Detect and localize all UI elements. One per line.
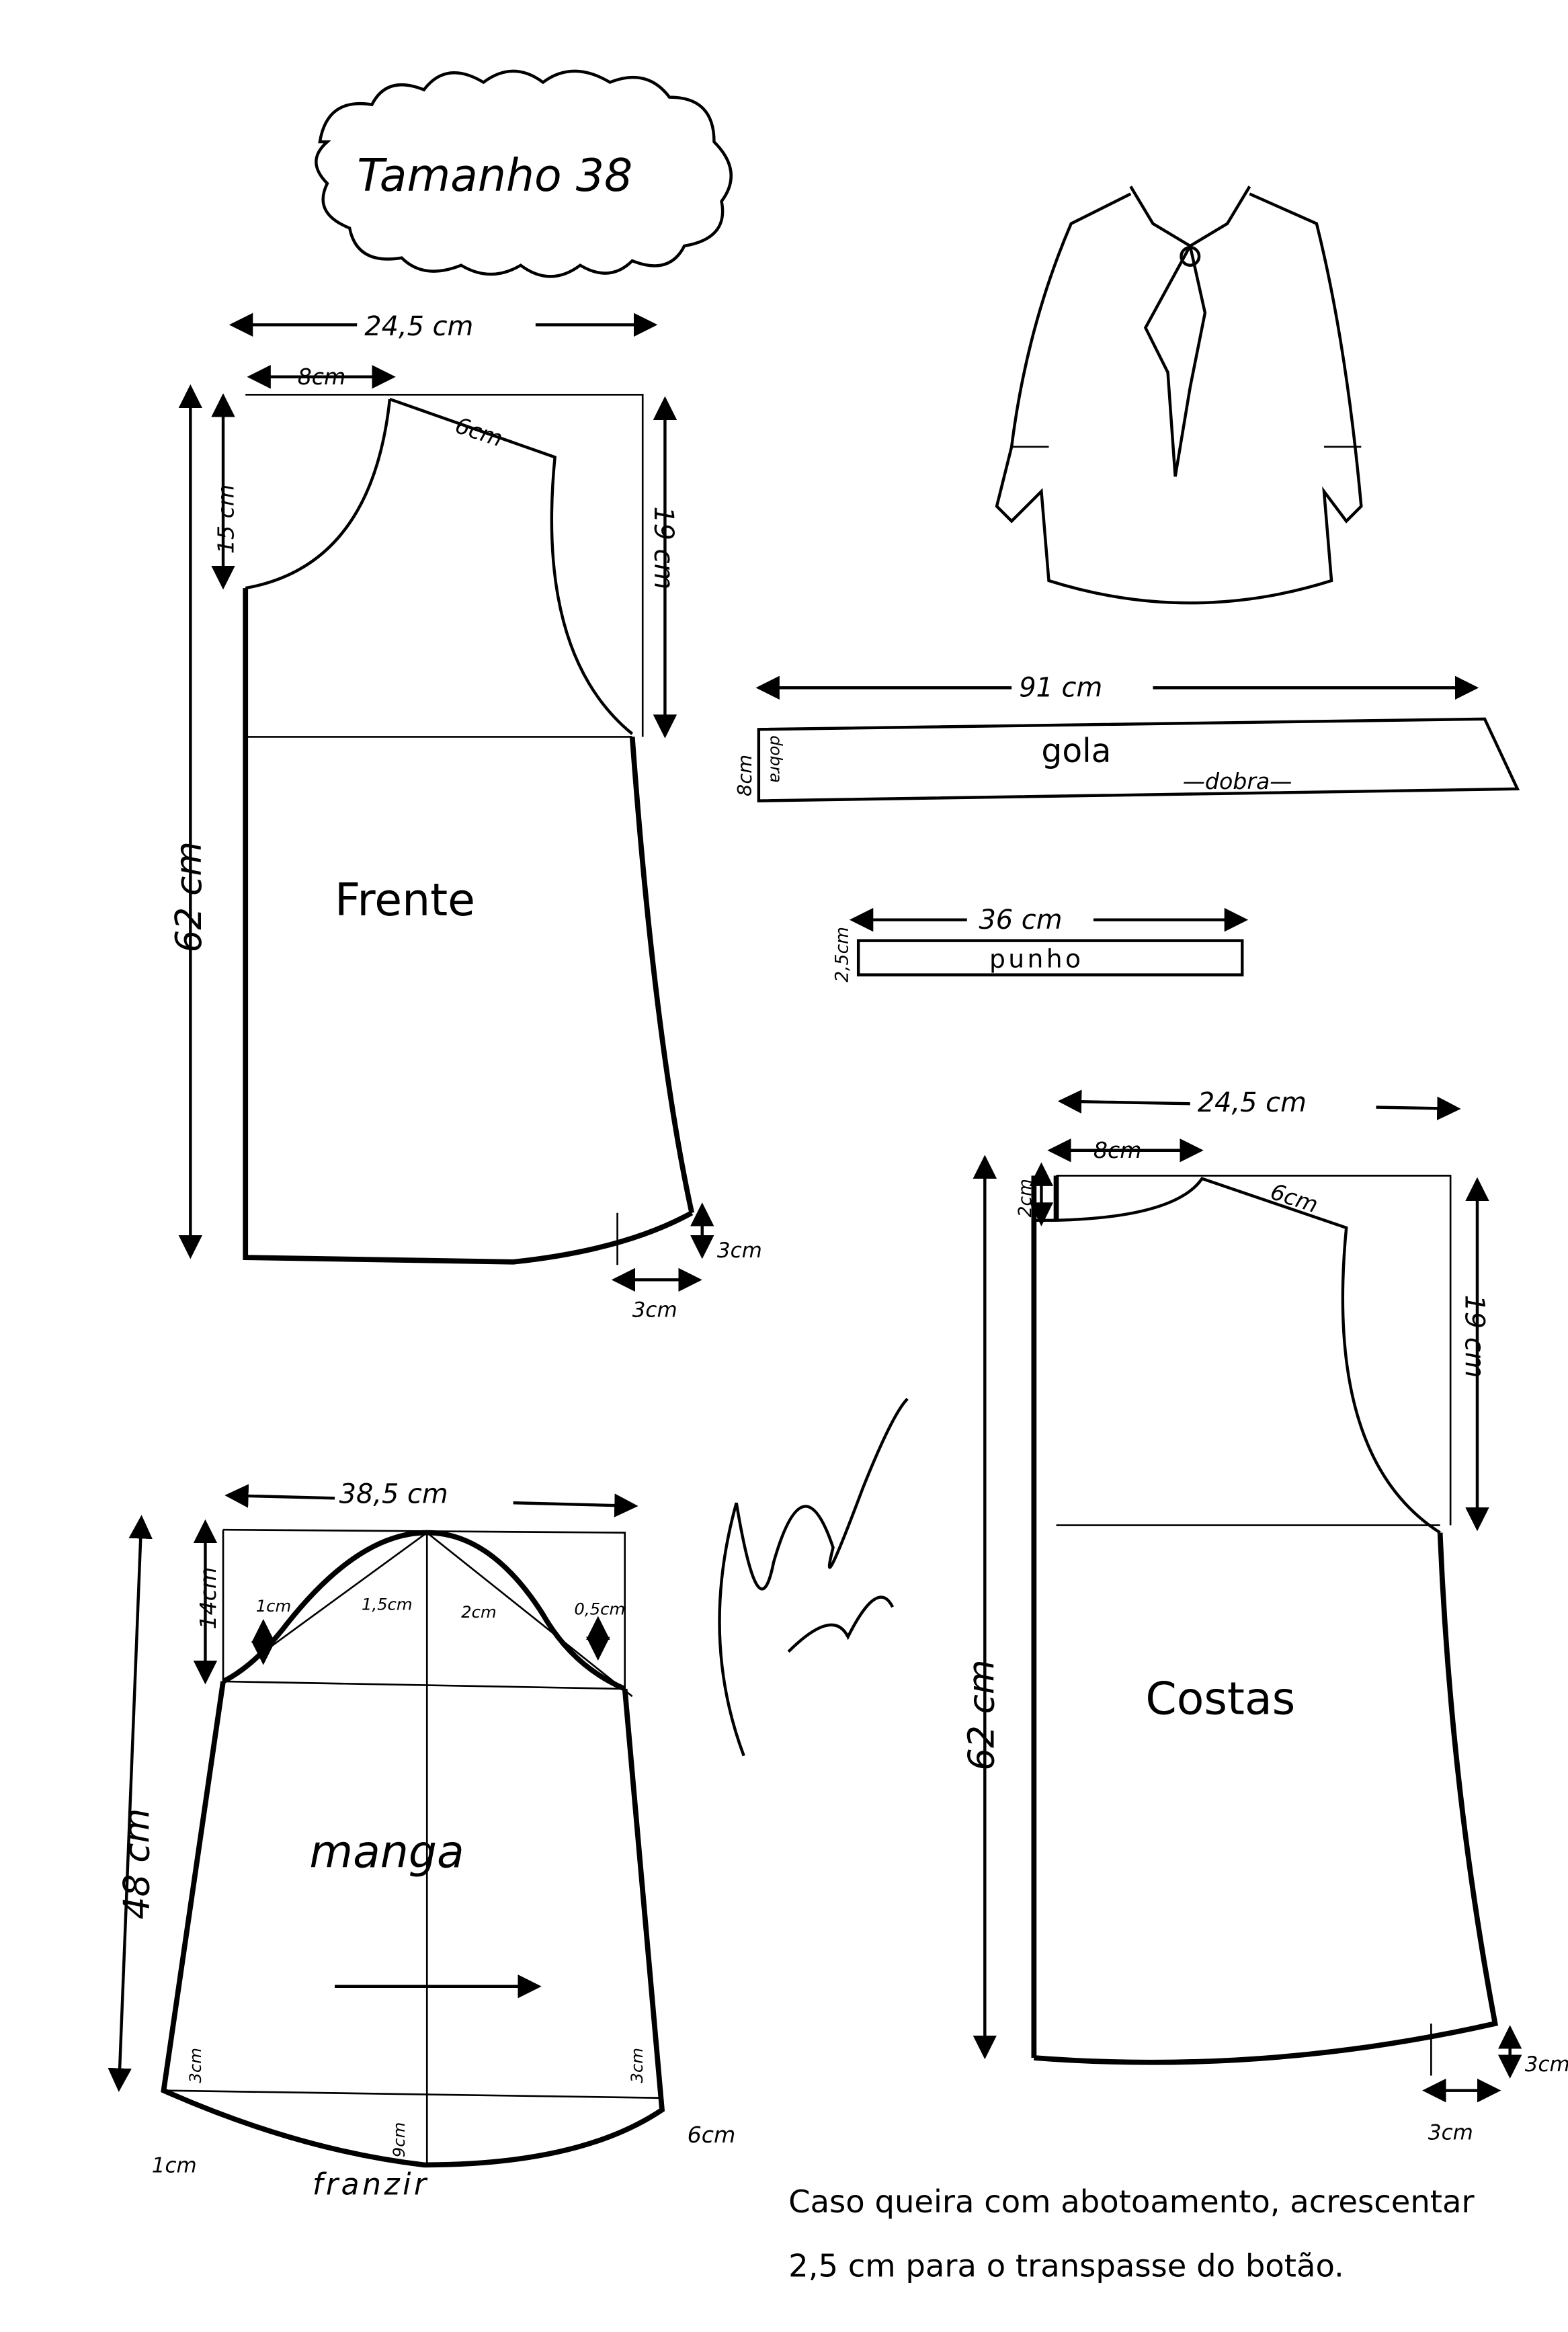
- sleeve-length-label: 48 cm: [116, 1808, 157, 1919]
- note-line-1: Caso queira com abotoamento, acrescentar: [788, 2183, 1475, 2220]
- buttoning-note: Caso queira com abotoamento, acrescentar…: [788, 2183, 1475, 2284]
- back-hem-rise-label: 3cm: [1525, 2052, 1568, 2077]
- front-length-label: 62 cm: [168, 841, 210, 952]
- sleeve-curve-4-label: 0,5cm: [574, 1599, 625, 1618]
- sleeve-pattern: 38,5 cm 14cm 1cm 1,5cm 2cm 0,5cm 48 cm m…: [108, 1473, 736, 2202]
- sleeve-curve-2-label: 1,5cm: [362, 1595, 413, 1614]
- title-cloud: Tamanho 38: [315, 69, 733, 278]
- blouse-illustration: [995, 185, 1363, 605]
- front-armhole-depth-label: 19 cm: [648, 506, 679, 589]
- front-width-label: 24,5 cm: [364, 311, 473, 342]
- front-neck-depth-label: 15 cm: [213, 485, 239, 554]
- cuff-height-label: 2,5cm: [832, 927, 853, 983]
- front-hem-rise-label: 3cm: [717, 1239, 762, 1263]
- sleeve-right-out-label: 6cm: [688, 2122, 736, 2148]
- cuff-length-label: 36 cm: [979, 905, 1062, 935]
- sleeve-left-out-label: 1cm: [152, 2153, 197, 2177]
- sleeve-width-label: 38,5 cm: [339, 1479, 448, 1509]
- sleeve-right-hem-label: 3cm: [627, 2048, 647, 2083]
- front-neck-width-label: 8cm: [298, 364, 346, 390]
- sleeve-curve-1-label: 1cm: [256, 1596, 292, 1616]
- back-shoulder-label: 6cm: [1268, 1178, 1321, 1218]
- collar-pattern: 91 cm 8cm dobra gola —dobra—: [733, 669, 1520, 802]
- sleeve-cap-height-label: 14cm: [195, 1567, 221, 1630]
- cuff-piece-name: punho: [989, 944, 1084, 974]
- sleeve-center-drop-label: 9cm: [389, 2122, 409, 2158]
- back-length-label: 62 cm: [961, 1659, 1003, 1770]
- front-pattern: 24,5 cm 8cm 6cm 15 cm 19 cm 62 cm Frente…: [168, 305, 762, 1323]
- sleeve-curve-3-label: 2cm: [461, 1602, 497, 1622]
- sleeve-left-hem-label: 3cm: [185, 2048, 205, 2083]
- back-hem-in-label: 3cm: [1428, 2121, 1473, 2145]
- collar-height-label: 8cm: [733, 755, 756, 796]
- collar-fold-side-label: dobra: [767, 735, 786, 783]
- front-shoulder-label: 6cm: [452, 412, 506, 452]
- collar-fold-bottom-label: —dobra—: [1183, 768, 1292, 794]
- title: Tamanho 38: [357, 149, 632, 202]
- sleeve-piece-name: manga: [309, 1826, 464, 1878]
- signature: [718, 1397, 909, 1757]
- collar-length-label: 91 cm: [1019, 673, 1102, 704]
- sleeve-gather-label: franzir: [313, 2168, 429, 2202]
- front-hem-in-label: 3cm: [632, 1298, 677, 1323]
- back-neck-depth-label: 2cm: [1015, 1179, 1036, 1217]
- back-width-label: 24,5 cm: [1198, 1087, 1307, 1118]
- cuff-pattern: 36 cm 2,5cm punho: [832, 903, 1249, 983]
- note-line-2: 2,5 cm para o transpasse do botão.: [788, 2247, 1344, 2284]
- back-piece-name: Costas: [1145, 1673, 1295, 1725]
- back-pattern: 24,5 cm 8cm 2cm 6cm 19 cm 62 cm Costas 3…: [961, 1079, 1568, 2145]
- front-piece-name: Frente: [335, 874, 475, 926]
- back-neck-width-label: 8cm: [1094, 1137, 1142, 1163]
- back-armhole-depth-label: 19 cm: [1458, 1294, 1489, 1378]
- collar-piece-name: gola: [1041, 733, 1111, 770]
